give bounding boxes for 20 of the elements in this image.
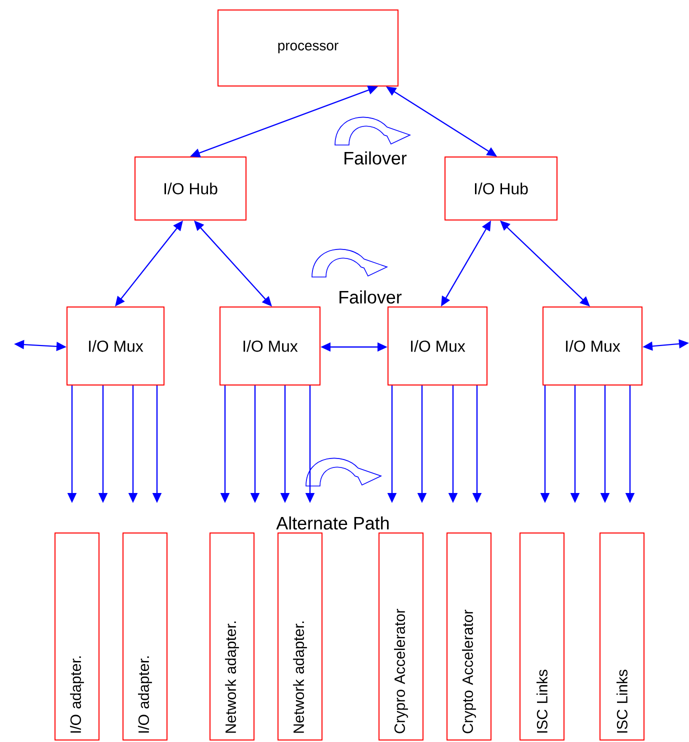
adapter-box: Network adapter. bbox=[278, 532, 322, 740]
hub-box: I/O Hub bbox=[444, 156, 558, 220]
mux-box: I/O Mux bbox=[220, 306, 320, 386]
processor-box: processor bbox=[218, 10, 398, 86]
adapter-box: Crypto Accelerator bbox=[446, 532, 492, 740]
adapter-box: I/O adapter. bbox=[122, 532, 168, 740]
mux-box: I/O Mux bbox=[66, 306, 164, 386]
adapter-box: ISC Links bbox=[600, 532, 644, 740]
arrow bbox=[194, 220, 272, 306]
adapter-box: Crypro Accelerator bbox=[378, 532, 424, 740]
adapter-box: Network adapter. bbox=[210, 532, 254, 740]
text-label: Failover bbox=[340, 290, 402, 304]
text-label: Failover bbox=[344, 151, 407, 165]
adapter-box: I/O adapter. bbox=[54, 532, 100, 740]
mux-box: I/O Mux bbox=[388, 306, 488, 386]
text-label: Alternate Path bbox=[276, 516, 389, 530]
adapter-box: ISC Links bbox=[520, 532, 564, 740]
hub-box: I/O Hub bbox=[134, 156, 246, 220]
mux-box: I/O Mux bbox=[542, 306, 642, 386]
arrow bbox=[500, 220, 590, 306]
